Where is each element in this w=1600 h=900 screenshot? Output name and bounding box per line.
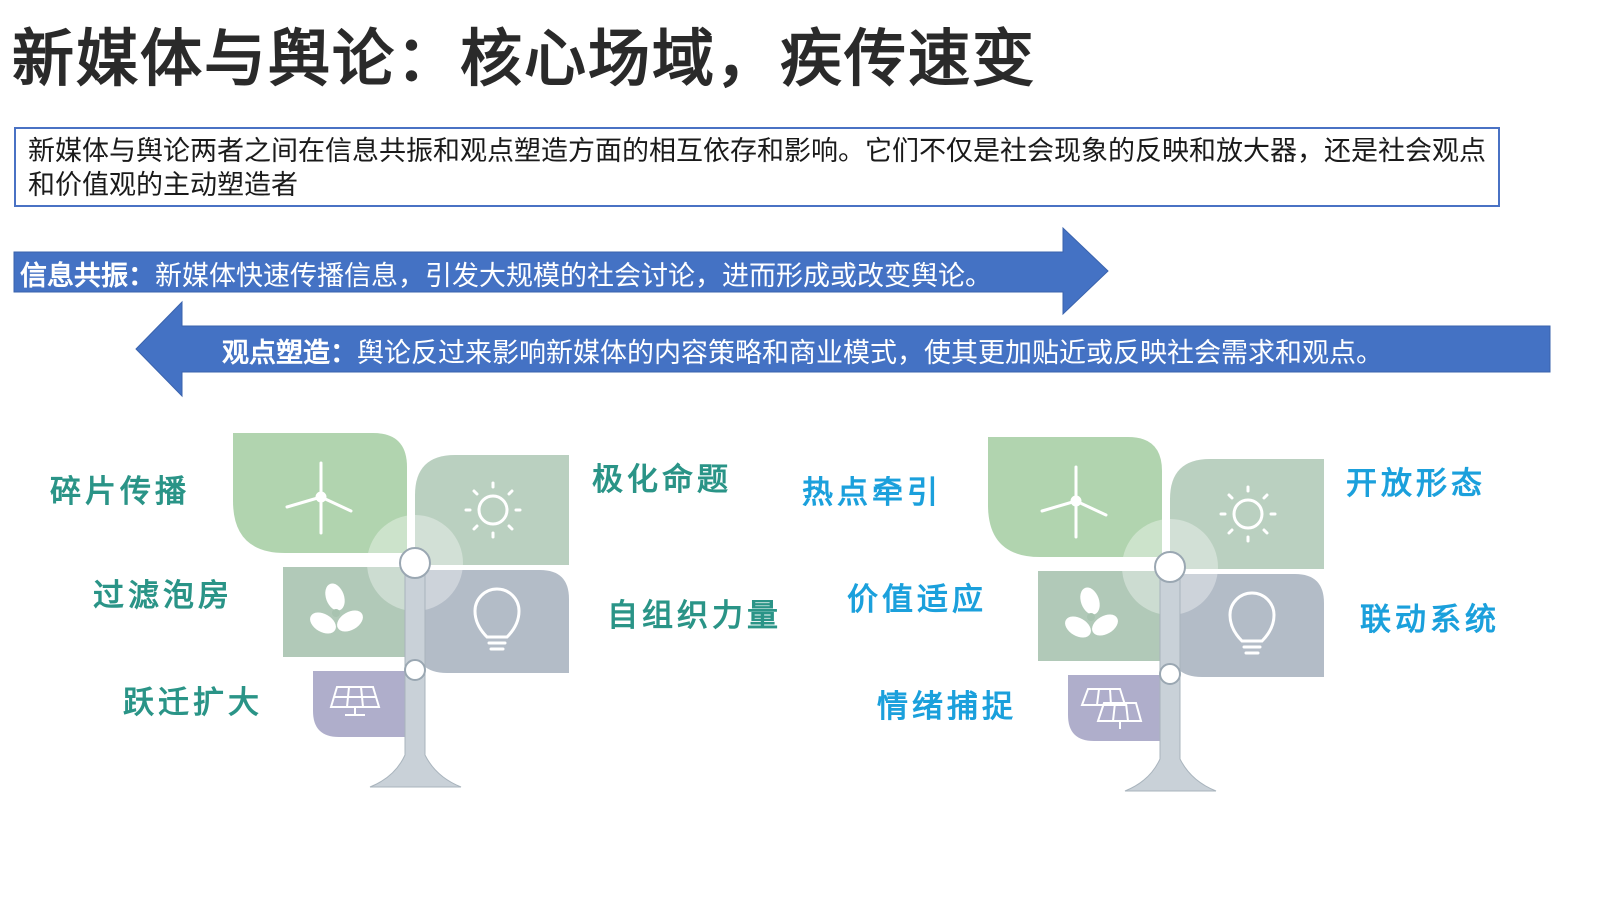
arrow-right-label: 信息共振： [20, 261, 155, 292]
arrow-left-text: 舆论反过来影响新媒体的内容策略和商业模式，使其更加贴近或反映社会需求和观点。 [357, 338, 1383, 369]
label-fragment-spread: 碎片传播 [50, 474, 190, 510]
node-top [399, 547, 431, 579]
fan-icon [310, 583, 363, 634]
fan-icon [1065, 587, 1118, 638]
wind-turbine-icon [1040, 465, 1108, 539]
leaf-bottom [313, 671, 407, 737]
node-bottom [1159, 663, 1181, 685]
tree-right [988, 437, 1324, 792]
label-linked-system: 联动系统 [1360, 602, 1500, 638]
leaf-mid-right [415, 570, 569, 673]
arrow-right-text: 新媒体快速传播信息，引发大规模的社会讨论，进而形成或改变舆论。 [155, 261, 992, 292]
lightbulb-icon [473, 587, 521, 651]
leaf-top-right [415, 455, 569, 565]
arrow-right-shape [13, 226, 1109, 316]
label-open-form: 开放形态 [1346, 466, 1486, 502]
sun-icon [464, 481, 522, 539]
trunk [369, 574, 462, 788]
page-title: 新媒体与舆论：核心场域，疾传速变 [12, 22, 1037, 95]
leaf-mid-right [1170, 574, 1324, 677]
arrow-left-label: 观点塑造： [222, 338, 357, 369]
arrow-left-caption: 观点塑造：舆论反过来影响新媒体的内容策略和商业模式，使其更加贴近或反映社会需求和… [222, 331, 1383, 370]
lightbulb-icon [1228, 591, 1276, 655]
node-top [1154, 551, 1186, 583]
label-leap-expansion: 跃迁扩大 [123, 685, 263, 721]
arrow-right-caption: 信息共振：新媒体快速传播信息，引发大规模的社会讨论，进而形成或改变舆论。 [20, 254, 992, 293]
intro-text: 新媒体与舆论两者之间在信息共振和观点塑造方面的相互依存和影响。它们不仅是社会现象… [28, 136, 1486, 201]
label-filter-bubble: 过滤泡房 [93, 578, 233, 614]
leaf-mid-left [283, 567, 407, 657]
tree-left [233, 433, 569, 788]
label-emotion-capture: 情绪捕捉 [877, 689, 1017, 725]
leaf-mid-left [1038, 571, 1162, 661]
wind-turbine-icon [285, 461, 353, 535]
leaf-top-right [1170, 459, 1324, 569]
trunk [1124, 578, 1217, 792]
intro-box: 新媒体与舆论两者之间在信息共振和观点塑造方面的相互依存和影响。它们不仅是社会现象… [14, 127, 1500, 207]
label-value-adaptation: 价值适应 [847, 582, 987, 618]
label-polarized-topic: 极化命题 [592, 462, 732, 498]
arrows-graphic [13, 226, 1551, 398]
sun-icon [1219, 485, 1277, 543]
label-self-organizing: 自组织力量 [607, 598, 782, 634]
solar-panel-icon [329, 686, 381, 716]
arrow-left-shape [135, 300, 1551, 398]
label-hotspot-traction: 热点牵引 [802, 475, 942, 511]
node-bottom [404, 659, 426, 681]
solar-panels-icon [1080, 688, 1143, 729]
